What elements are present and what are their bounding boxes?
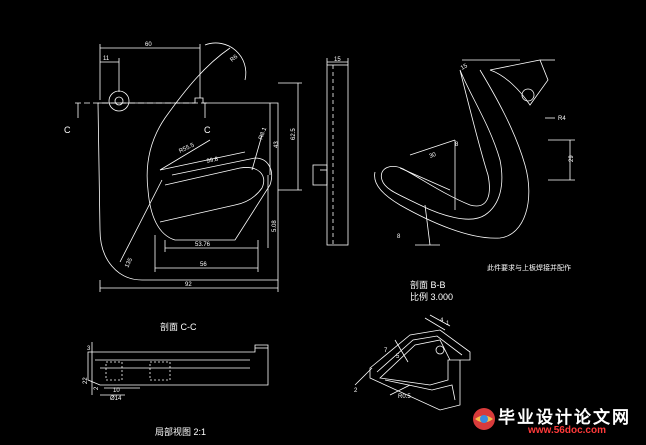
dim-cc-414: Ø14 xyxy=(110,396,122,402)
view-labels: C C 剖面 B-B 比例 3.000 剖面 C-C 局部视图 2:1 此件要求… xyxy=(64,125,571,437)
dim-bb-8a: 8 xyxy=(455,142,459,148)
dim-56: 56 xyxy=(200,262,207,268)
watermark-title: 毕业设计论文网 xyxy=(498,408,631,428)
dim-det-4: 4 xyxy=(440,318,444,324)
dim-bb-top: 15 xyxy=(460,63,469,72)
watermark: 毕业设计论文网 www.56doc.com xyxy=(470,401,640,441)
dim-det-r: R0.5 xyxy=(398,394,411,400)
dim-53-76: 53.76 xyxy=(195,242,211,248)
hook-slot xyxy=(146,47,272,241)
dimension-texts: 60 11 R6 62.5 43 R8.1 R55.5 99.8 5.08 53… xyxy=(83,42,575,402)
dim-cc-22: 22 xyxy=(83,377,89,384)
dim-r8-1: R8.1 xyxy=(258,126,268,141)
plate-outline xyxy=(97,97,279,281)
globe-logo-icon xyxy=(473,408,495,430)
pin-hole-inner xyxy=(114,96,124,106)
dim-r-tip: R6 xyxy=(229,54,239,64)
detail-view xyxy=(354,314,471,411)
dim-det-5: 5 xyxy=(396,354,400,360)
dim-cc-3: 3 xyxy=(87,346,91,352)
side-view xyxy=(312,58,349,246)
section-c-left-label: C xyxy=(64,125,71,135)
section-c-right-label: C xyxy=(204,125,211,135)
view-bb-label: 剖面 B-B xyxy=(410,279,446,290)
dim-bb-8b: 8 xyxy=(397,234,401,240)
section-bb xyxy=(374,59,575,246)
note-label: 此件要求与上板焊接并配作 xyxy=(487,263,571,272)
slot-inner xyxy=(159,167,265,223)
dim-99-8: 99.8 xyxy=(206,157,219,165)
dim-bb-29: 29 xyxy=(569,155,575,162)
dim-cc-2: 2 xyxy=(94,386,100,390)
watermark-url: www.56doc.com xyxy=(528,425,606,436)
dim-bb-30: 30 xyxy=(429,152,438,160)
dim-side-top: 15 xyxy=(334,57,341,63)
dim-det-7: 7 xyxy=(384,348,388,354)
detail-scale-label: 局部视图 2:1 xyxy=(155,426,206,437)
dim-r55-5: R55.5 xyxy=(178,142,196,154)
dim-det-1: 1 xyxy=(446,321,450,327)
dim-det-2: 2 xyxy=(354,388,358,394)
dim-11: 11 xyxy=(103,56,110,62)
dim-cc-10: 10 xyxy=(113,388,120,394)
section-cc xyxy=(87,342,269,396)
pin-hole xyxy=(108,90,130,112)
front-view xyxy=(75,42,302,292)
dim-bb-r: R4 xyxy=(558,116,566,122)
view-cc-label: 剖面 C-C xyxy=(160,321,197,332)
dim-60: 60 xyxy=(145,42,152,48)
dim-62-5: 62.5 xyxy=(291,128,297,140)
scale-bb-label: 比例 3.000 xyxy=(410,291,453,302)
dim-43: 43 xyxy=(274,141,280,148)
dim-5-08: 5.08 xyxy=(272,220,278,232)
dim-92: 92 xyxy=(185,282,192,288)
dim-135: 135 xyxy=(124,257,134,269)
